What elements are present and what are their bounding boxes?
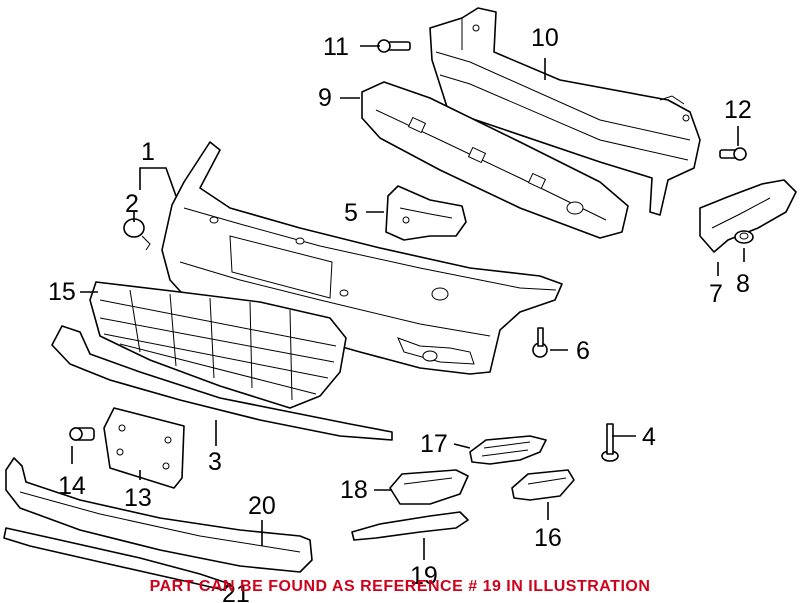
callout-6: 6 xyxy=(576,337,590,365)
callout-16: 16 xyxy=(534,524,562,552)
callout-2: 2 xyxy=(125,190,139,218)
leader-lines xyxy=(71,45,745,560)
callout-8: 8 xyxy=(736,270,750,298)
callout-4: 4 xyxy=(642,423,656,451)
reference-note: PART CAN BE FOUND AS REFERENCE # 19 IN I… xyxy=(149,578,651,595)
callout-21: 21 xyxy=(222,580,250,603)
callout-5: 5 xyxy=(344,199,358,227)
callout-13: 13 xyxy=(124,484,152,512)
callout-18: 18 xyxy=(340,476,368,504)
bolt-4 xyxy=(601,423,619,462)
callout-15: 15 xyxy=(48,278,76,306)
lower-grille xyxy=(89,281,347,409)
callout-9: 9 xyxy=(318,84,332,112)
lower-strip-21 xyxy=(3,527,231,591)
energy-absorber xyxy=(361,81,629,239)
fog-trim-16 xyxy=(511,469,575,501)
callout-12: 12 xyxy=(724,96,752,124)
lower-spoiler xyxy=(5,457,313,573)
bolt-11 xyxy=(377,39,411,53)
license-plate-bracket xyxy=(103,407,185,489)
callout-labels: 1 2 3 4 5 6 7 8 9 10 11 12 13 14 15 16 1… xyxy=(48,24,752,603)
callout-10: 10 xyxy=(531,24,559,52)
side-guide-bracket xyxy=(699,179,797,253)
trim-strip-19 xyxy=(351,511,469,541)
callout-14: 14 xyxy=(58,472,86,500)
fog-trim-18 xyxy=(389,469,469,505)
callout-1: 1 xyxy=(141,138,155,166)
bolt-6 xyxy=(532,327,548,358)
lower-trim-strip xyxy=(51,325,393,441)
center-bracket xyxy=(385,185,467,241)
tow-hook-cap xyxy=(123,218,151,251)
callout-11: 11 xyxy=(323,33,349,61)
bolt-12 xyxy=(719,147,747,161)
callout-7: 7 xyxy=(709,280,723,308)
callout-3: 3 xyxy=(208,448,222,476)
trim-insert-17 xyxy=(469,435,547,465)
clip-nut-8 xyxy=(734,230,754,244)
callout-19: 19 xyxy=(410,562,438,590)
callout-17: 17 xyxy=(420,430,448,458)
callout-20: 20 xyxy=(248,492,276,520)
clip-14 xyxy=(69,427,95,441)
